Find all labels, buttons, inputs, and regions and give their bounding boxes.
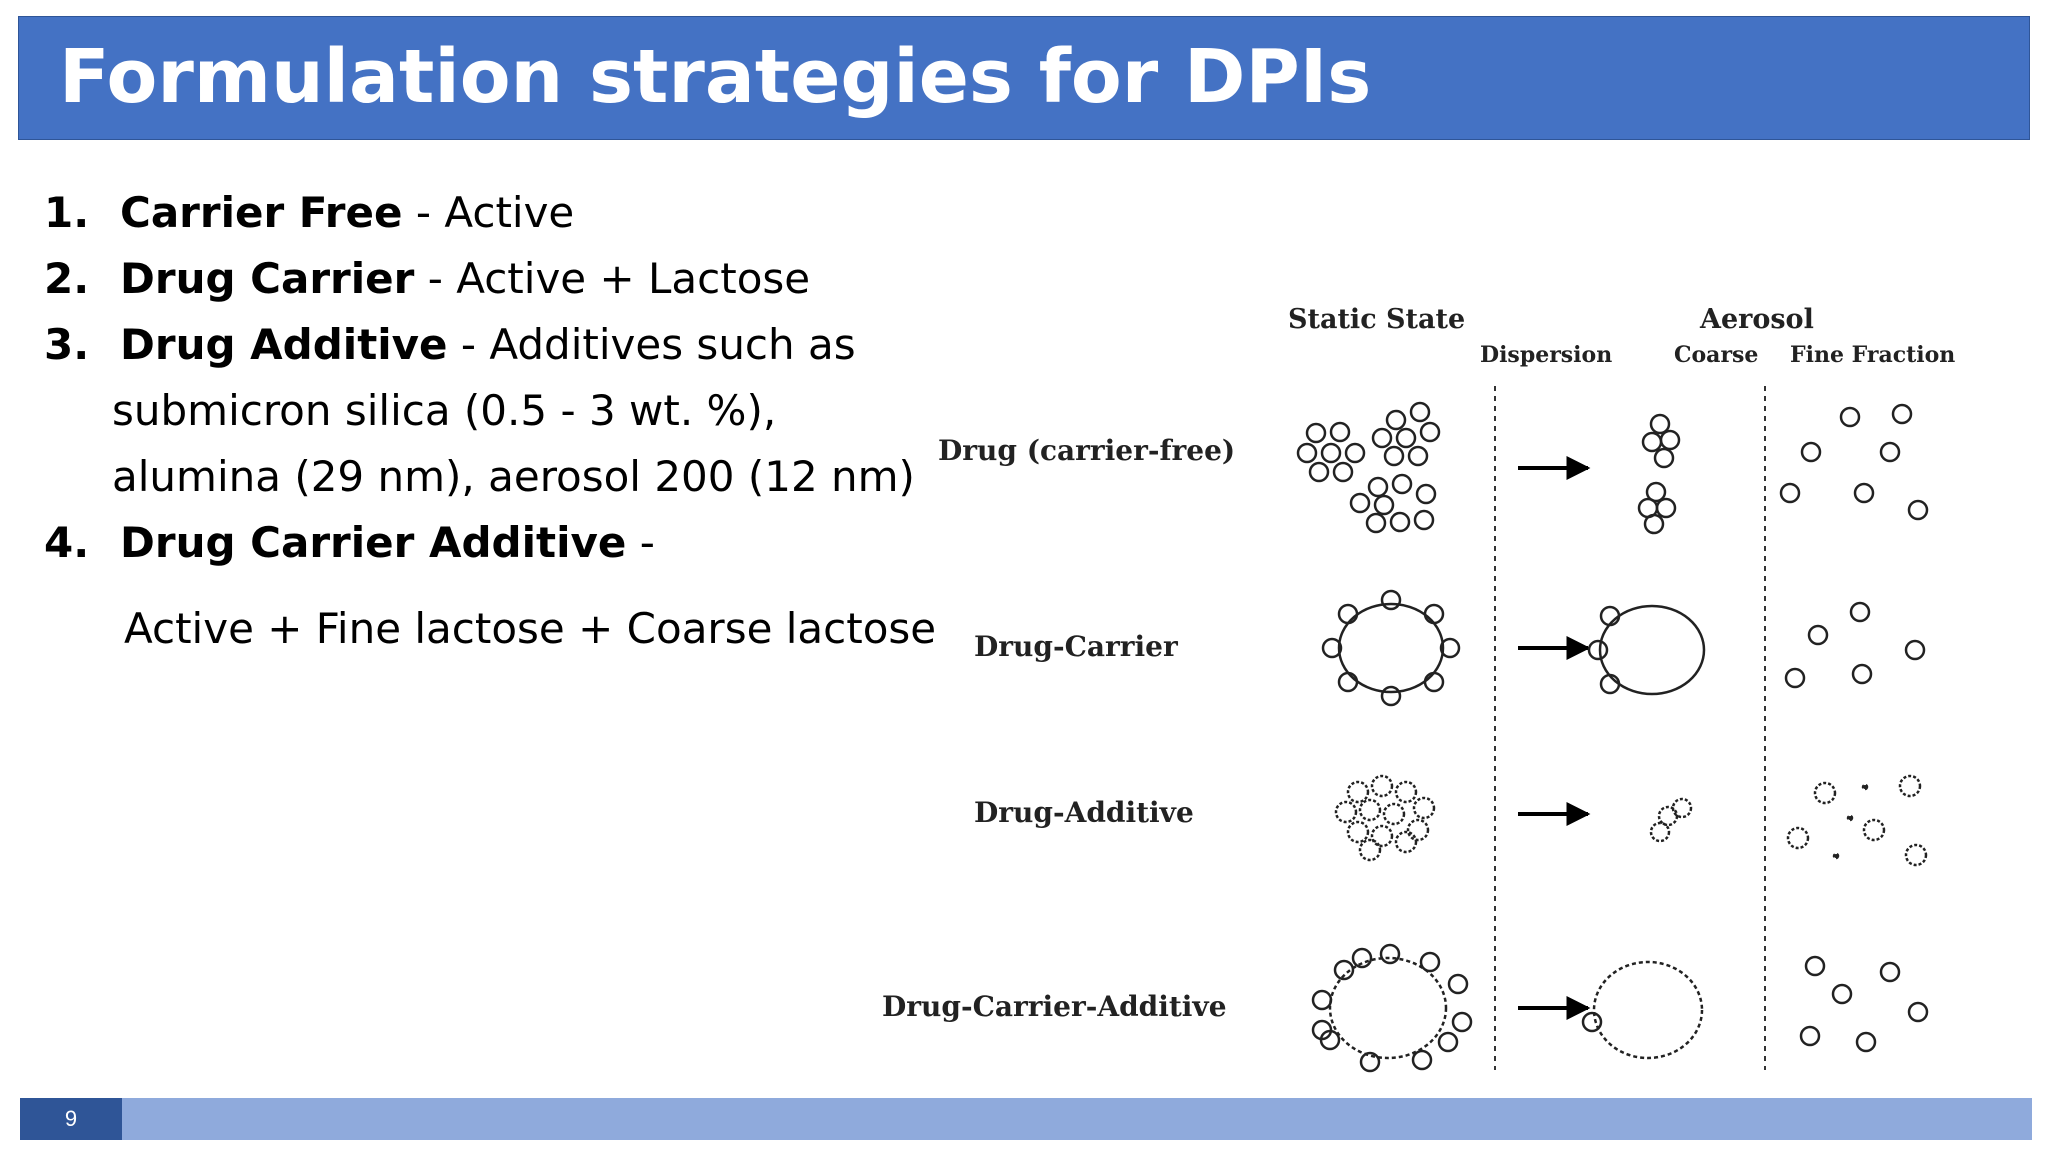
list-item: 1. Carrier Free - Active	[44, 180, 924, 246]
fine-fraction-header: Fine Fraction	[1790, 342, 1956, 368]
page-number: 9	[20, 1098, 122, 1140]
slide-title: Formulation strategies for DPIs	[59, 34, 1372, 120]
aerosol-header: Aerosol	[1700, 304, 1814, 335]
carrier-free-fine-particles	[1779, 403, 1929, 521]
list-desc: - Active	[402, 188, 575, 237]
drug-carrier-fine-particles	[1784, 601, 1926, 689]
carrier-free-static-particles	[1296, 401, 1441, 534]
list-number: 2.	[44, 254, 90, 303]
list-term: Drug Carrier	[120, 254, 415, 303]
row-label-carrier-free: Drug (carrier-free)	[938, 434, 1236, 467]
list-item: 3. Drug Additive - Additives such as	[44, 312, 924, 378]
row-label-drug-carrier: Drug-Carrier	[974, 630, 1178, 663]
drug-carrier-additive-static-particles	[1311, 943, 1473, 1073]
dpi-diagram: Static State Aerosol Dispersion Coarse F…	[870, 290, 2010, 1080]
list-number: 1.	[44, 188, 90, 237]
row-label-drug-carrier-additive: Drug-Carrier-Additive	[882, 990, 1227, 1023]
drug-additive-static-particles	[1334, 774, 1436, 862]
title-bar: Formulation strategies for DPIs	[18, 16, 2030, 140]
diagram-graphics	[1296, 386, 1929, 1073]
list-item-text: Drug Carrier Additive -	[120, 510, 655, 576]
footer-bar	[20, 1098, 2032, 1140]
drug-additive-coarse-particles	[1649, 797, 1693, 843]
strategy-list: 1. Carrier Free - Active 2. Drug Carrier…	[44, 180, 937, 662]
list-desc: - Active + Lactose	[414, 254, 811, 303]
drug-carrier-additive-fine-particles	[1799, 955, 1929, 1053]
list-continuation: alumina (29 nm), aerosol 200 (12 nm)	[112, 452, 915, 501]
list-desc: -	[626, 518, 655, 567]
list-desc: - Additives such as	[447, 320, 856, 369]
list-number: 3.	[44, 320, 90, 369]
carrier-free-coarse-particles	[1637, 413, 1681, 535]
drug-carrier-additive-coarse-particles	[1581, 960, 1704, 1060]
list-item: 2. Drug Carrier - Active + Lactose	[44, 246, 924, 312]
list-continuation: submicron silica (0.5 - 3 wt. %),	[112, 386, 777, 435]
drug-additive-fine-particles	[1786, 774, 1928, 867]
static-state-header: Static State	[1288, 304, 1466, 335]
list-term: Drug Additive	[120, 320, 448, 369]
dispersion-header: Dispersion	[1480, 342, 1613, 368]
list-continuation: Active + Fine lactose + Coarse lactose	[124, 604, 937, 653]
list-item-text: Carrier Free - Active	[120, 180, 574, 246]
list-item: 4. Drug Carrier Additive -	[44, 510, 924, 576]
list-item-text: Drug Additive - Additives such as	[120, 312, 856, 378]
list-term: Carrier Free	[120, 188, 403, 237]
list-item-text: Drug Carrier - Active + Lactose	[120, 246, 810, 312]
drug-carrier-static-particles	[1321, 589, 1461, 707]
list-number: 4.	[44, 518, 90, 567]
list-term: Drug Carrier Additive	[120, 518, 627, 567]
coarse-header: Coarse	[1674, 342, 1759, 368]
drug-carrier-coarse-particles	[1587, 604, 1706, 696]
row-label-drug-additive: Drug-Additive	[974, 796, 1194, 829]
